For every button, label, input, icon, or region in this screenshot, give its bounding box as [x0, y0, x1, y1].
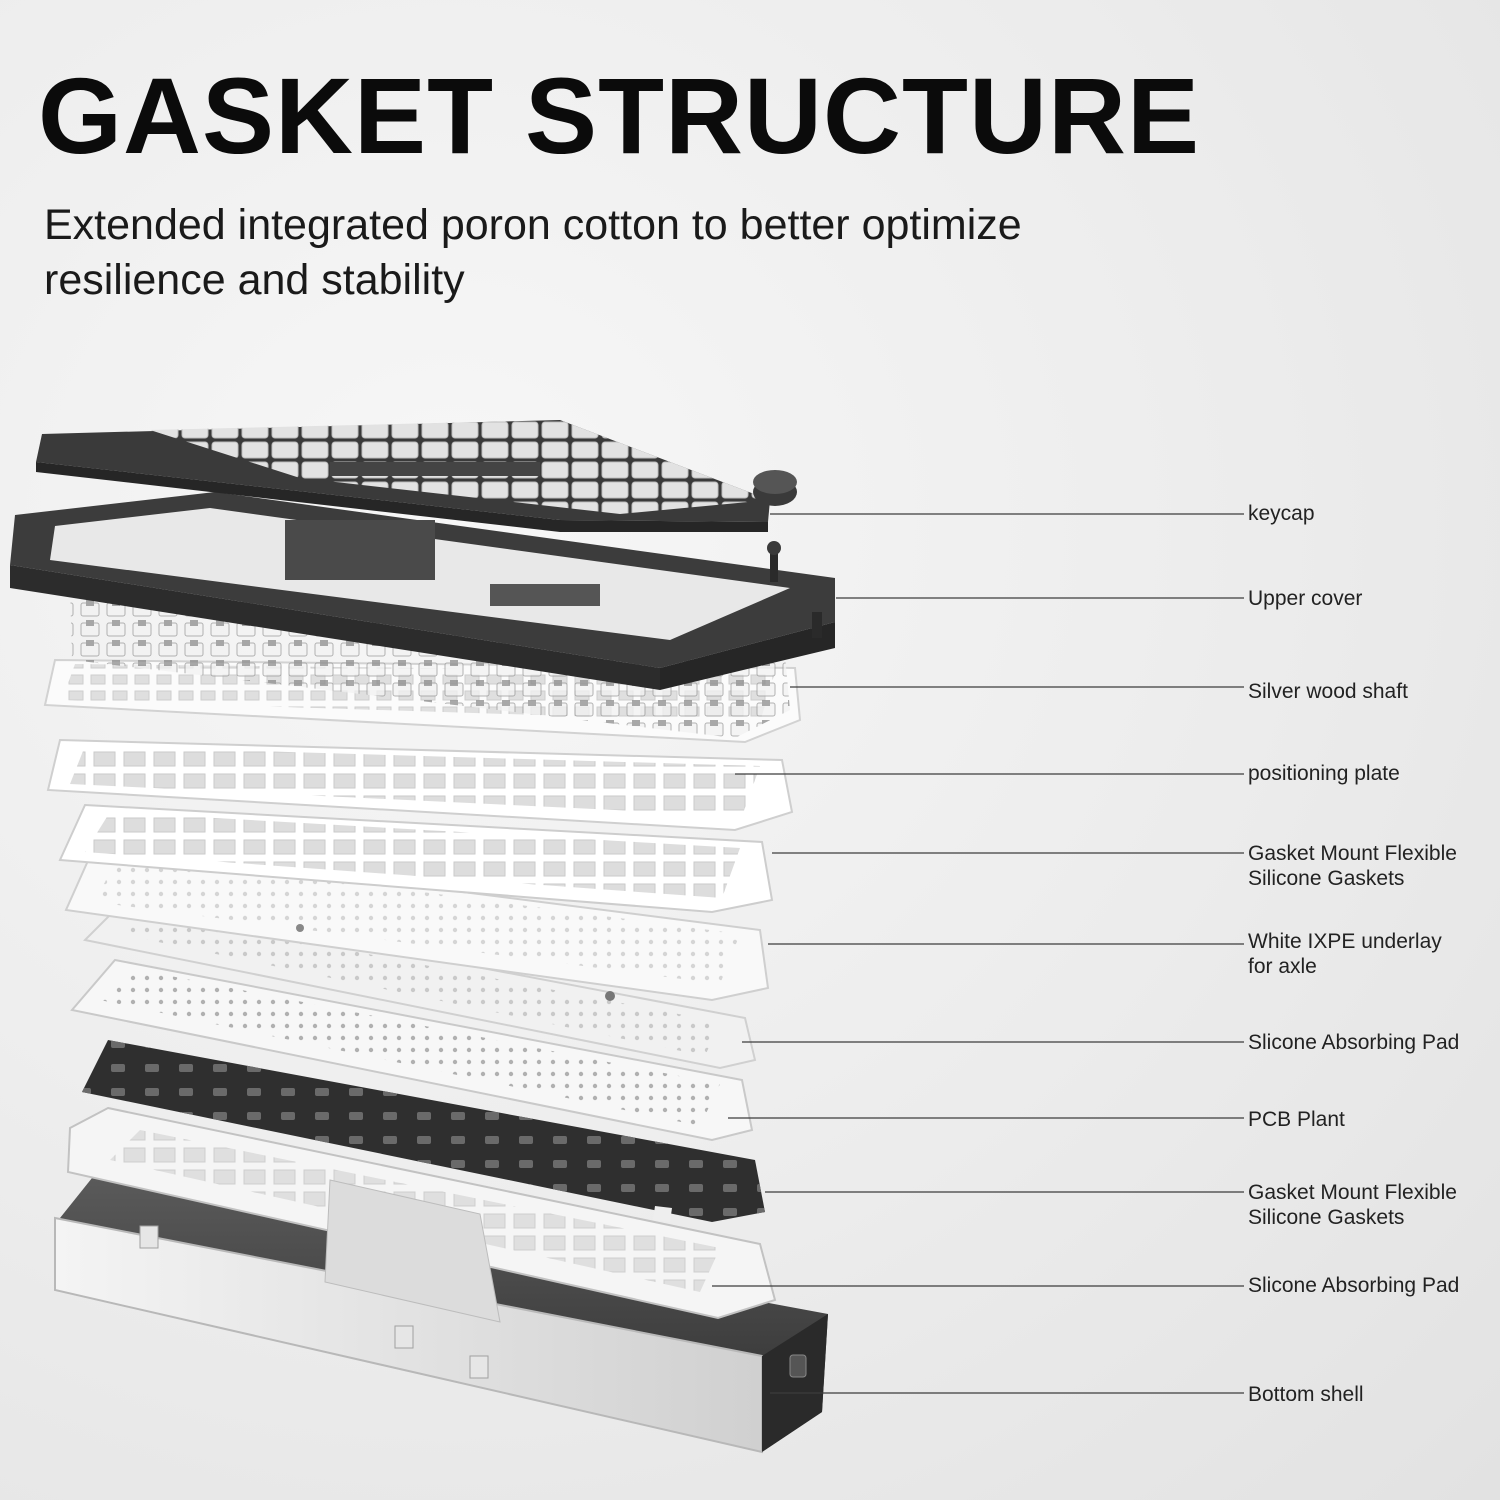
label-pcb: PCB Plant [1248, 1107, 1496, 1132]
label-absorbing-pad-lower-line-1: Slicone Absorbing Pad [1248, 1274, 1460, 1297]
layer-positioning-plate [46, 738, 794, 832]
label-positioning-plate-line-1: positioning plate [1248, 762, 1400, 785]
layer-gasket-lower [82, 1040, 765, 1222]
label-pcb-line-1: PCB Plant [1248, 1108, 1345, 1131]
label-keycap-line-1: keycap [1248, 502, 1315, 525]
label-ixpe: White IXPE underlay for axle [1248, 929, 1496, 979]
label-upper-cover-line-1: Upper cover [1248, 587, 1363, 610]
label-bottom-shell: Bottom shell [1248, 1382, 1496, 1407]
layer-pcb [70, 958, 754, 1142]
label-absorbing-pad-upper: Slicone Absorbing Pad [1248, 1030, 1496, 1055]
label-gasket-lower-line-1: Gasket Mount Flexible [1248, 1181, 1457, 1204]
label-gasket-upper: Gasket Mount Flexible Silicone Gaskets [1248, 841, 1496, 891]
label-gasket-upper-line-2: Silicone Gaskets [1248, 867, 1405, 890]
label-keycap: keycap [1248, 501, 1496, 526]
layer-upper-cover [10, 492, 835, 690]
layer-gasket-upper [58, 803, 774, 914]
leader-lines [712, 513, 1244, 1394]
page-subtitle: Extended integrated poron cotton to bett… [44, 198, 1084, 308]
label-positioning-plate: positioning plate [1248, 761, 1496, 786]
label-ixpe-line-1: White IXPE underlay [1248, 930, 1442, 953]
label-upper-cover: Upper cover [1248, 586, 1496, 611]
label-silver-wood-shaft: Silver wood shaft [1248, 679, 1496, 704]
layer-ixpe [64, 843, 770, 1002]
subtitle-line-1: Extended integrated poron cotton to bett… [44, 201, 1022, 249]
label-absorbing-pad-upper-line-1: Slicone Absorbing Pad [1248, 1031, 1460, 1054]
label-gasket-lower-line-2: Silicone Gaskets [1248, 1206, 1405, 1229]
layer-absorbing-pad-lower [66, 1106, 777, 1323]
subtitle-line-2: resilience and stability [44, 256, 465, 304]
label-silver-wood-shaft-line-1: Silver wood shaft [1248, 680, 1408, 703]
layer-keycap [36, 420, 797, 532]
label-gasket-lower: Gasket Mount Flexible Silicone Gaskets [1248, 1180, 1496, 1230]
page-title: GASKET STRUCTURE [38, 55, 1201, 176]
layer-absorbing-pad-upper [82, 898, 757, 1070]
label-ixpe-line-2: for axle [1248, 955, 1317, 978]
layer-bottom-shell [54, 1178, 828, 1454]
label-absorbing-pad-lower: Slicone Absorbing Pad [1248, 1273, 1496, 1298]
label-gasket-upper-line-1: Gasket Mount Flexible [1248, 842, 1457, 865]
label-bottom-shell-line-1: Bottom shell [1248, 1383, 1364, 1406]
